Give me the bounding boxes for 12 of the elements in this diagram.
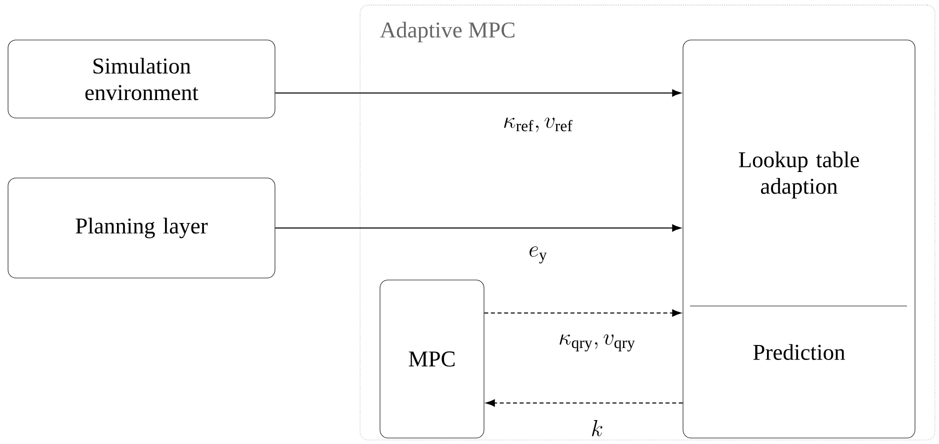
edge-label: $\kappa_{\mathrm{ref}}, v_{\mathrm{ref}}$ bbox=[504, 118, 572, 132]
arrow bbox=[275, 89, 682, 97]
arrow bbox=[486, 399, 683, 407]
arrow bbox=[484, 309, 682, 317]
process-box: Simulation environment bbox=[8, 40, 276, 118]
edge-label: $e_{\mathrm{y}}$ bbox=[530, 246, 547, 264]
process-box: Planning layer bbox=[8, 178, 276, 278]
edge-label: $\kappa_{\mathrm{qry}}, v_{\mathrm{qry}}$ bbox=[560, 334, 635, 352]
process-box: MPC bbox=[380, 280, 484, 438]
process-box: Lookup table adaption Prediction bbox=[682, 40, 916, 438]
arrow bbox=[275, 224, 682, 232]
edge-label: $k$ bbox=[592, 420, 602, 436]
